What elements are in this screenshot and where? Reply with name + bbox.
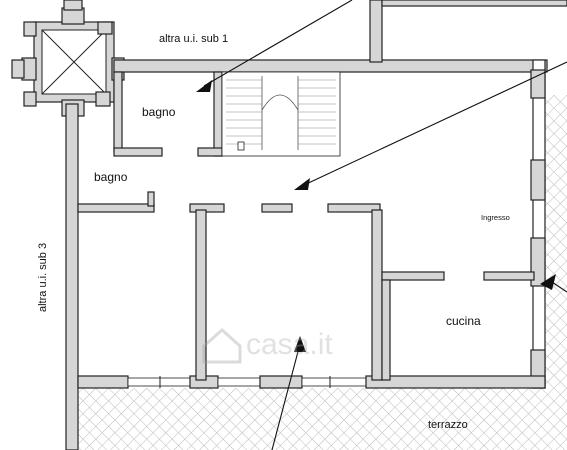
indicator-arrows (196, 0, 567, 450)
label-bagno-left: bagno (94, 170, 128, 184)
label-ingresso: Ingresso (481, 213, 510, 222)
watermark: casa.it (202, 327, 333, 364)
interior-walls (77, 71, 535, 381)
house-logo-icon (202, 327, 242, 364)
watermark-text: casa.it (246, 328, 333, 361)
staircase (221, 71, 341, 157)
label-bagno-top: bagno (142, 105, 176, 119)
label-terrazzo: terrazzo (428, 419, 468, 431)
label-sub1: altra u.i. sub 1 (159, 33, 228, 45)
terrace-hatch (78, 95, 567, 450)
corner-tower (11, 0, 125, 117)
outer-walls (65, 0, 567, 450)
label-sub3: altra u.i. sub 3 (37, 243, 49, 312)
label-cucina: cucina (446, 314, 481, 328)
